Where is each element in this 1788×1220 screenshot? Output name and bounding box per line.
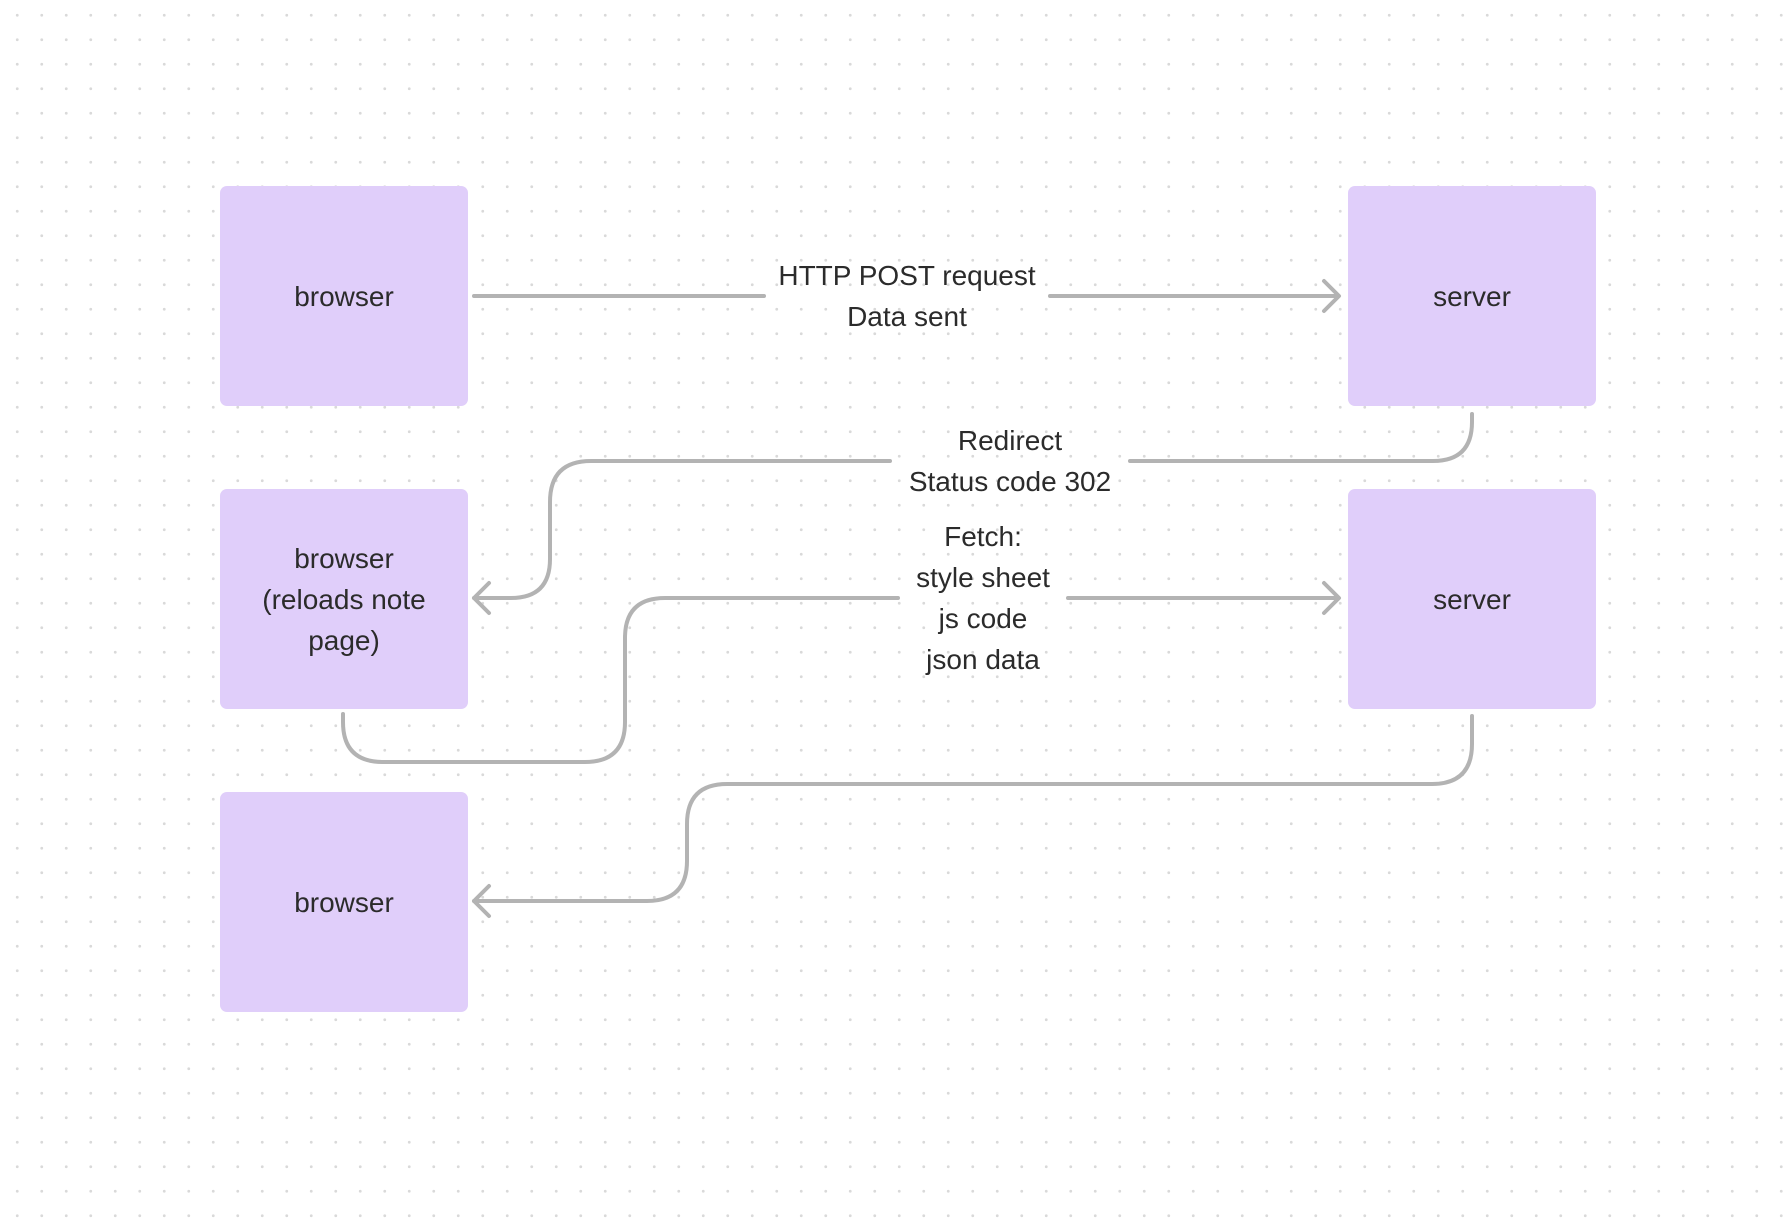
edge-label-line: style sheet	[916, 562, 1050, 593]
node-label: browser	[294, 280, 394, 312]
edge-label-line: Data sent	[847, 301, 967, 332]
edge-label-line: HTTP POST request	[778, 260, 1036, 291]
edge-label-post-request: HTTP POST request Data sent	[778, 255, 1035, 337]
node-label: server	[1433, 280, 1511, 312]
node-server-1[interactable]: server	[1348, 186, 1596, 406]
edge-label-line: json data	[926, 644, 1040, 675]
edge-line	[341, 596, 1340, 764]
edge-post-request[interactable]	[472, 279, 1341, 313]
edge-line	[472, 412, 1474, 600]
node-browser-1[interactable]: browser	[220, 186, 468, 406]
edge-label-line: js code	[938, 603, 1028, 634]
edge-label-redirect: Redirect Status code 302	[909, 420, 1111, 502]
arrowhead-left-icon	[472, 581, 491, 615]
node-browser-2[interactable]: browser (reloads note page)	[220, 489, 468, 709]
arrowhead-right-icon	[1322, 279, 1341, 313]
edge-label-line: Status code 302	[908, 466, 1112, 497]
edge-line	[472, 714, 1474, 903]
node-label: browser (reloads note page)	[262, 542, 426, 656]
edge-fetch-resources[interactable]	[341, 581, 1341, 764]
node-server-2[interactable]: server	[1348, 489, 1596, 709]
arrowhead-left-icon	[472, 884, 491, 918]
edge-label-fetch: Fetch: style sheet js code json data	[916, 516, 1050, 680]
node-browser-3[interactable]: browser	[220, 792, 468, 1012]
arrowhead-right-icon	[1322, 581, 1341, 615]
node-label: browser	[294, 886, 394, 918]
node-label: server	[1433, 583, 1511, 615]
edge-response-data[interactable]	[472, 714, 1474, 918]
edge-label-line: Fetch:	[944, 521, 1022, 552]
edge-redirect[interactable]	[472, 412, 1474, 615]
edge-label-line: Redirect	[957, 425, 1063, 456]
